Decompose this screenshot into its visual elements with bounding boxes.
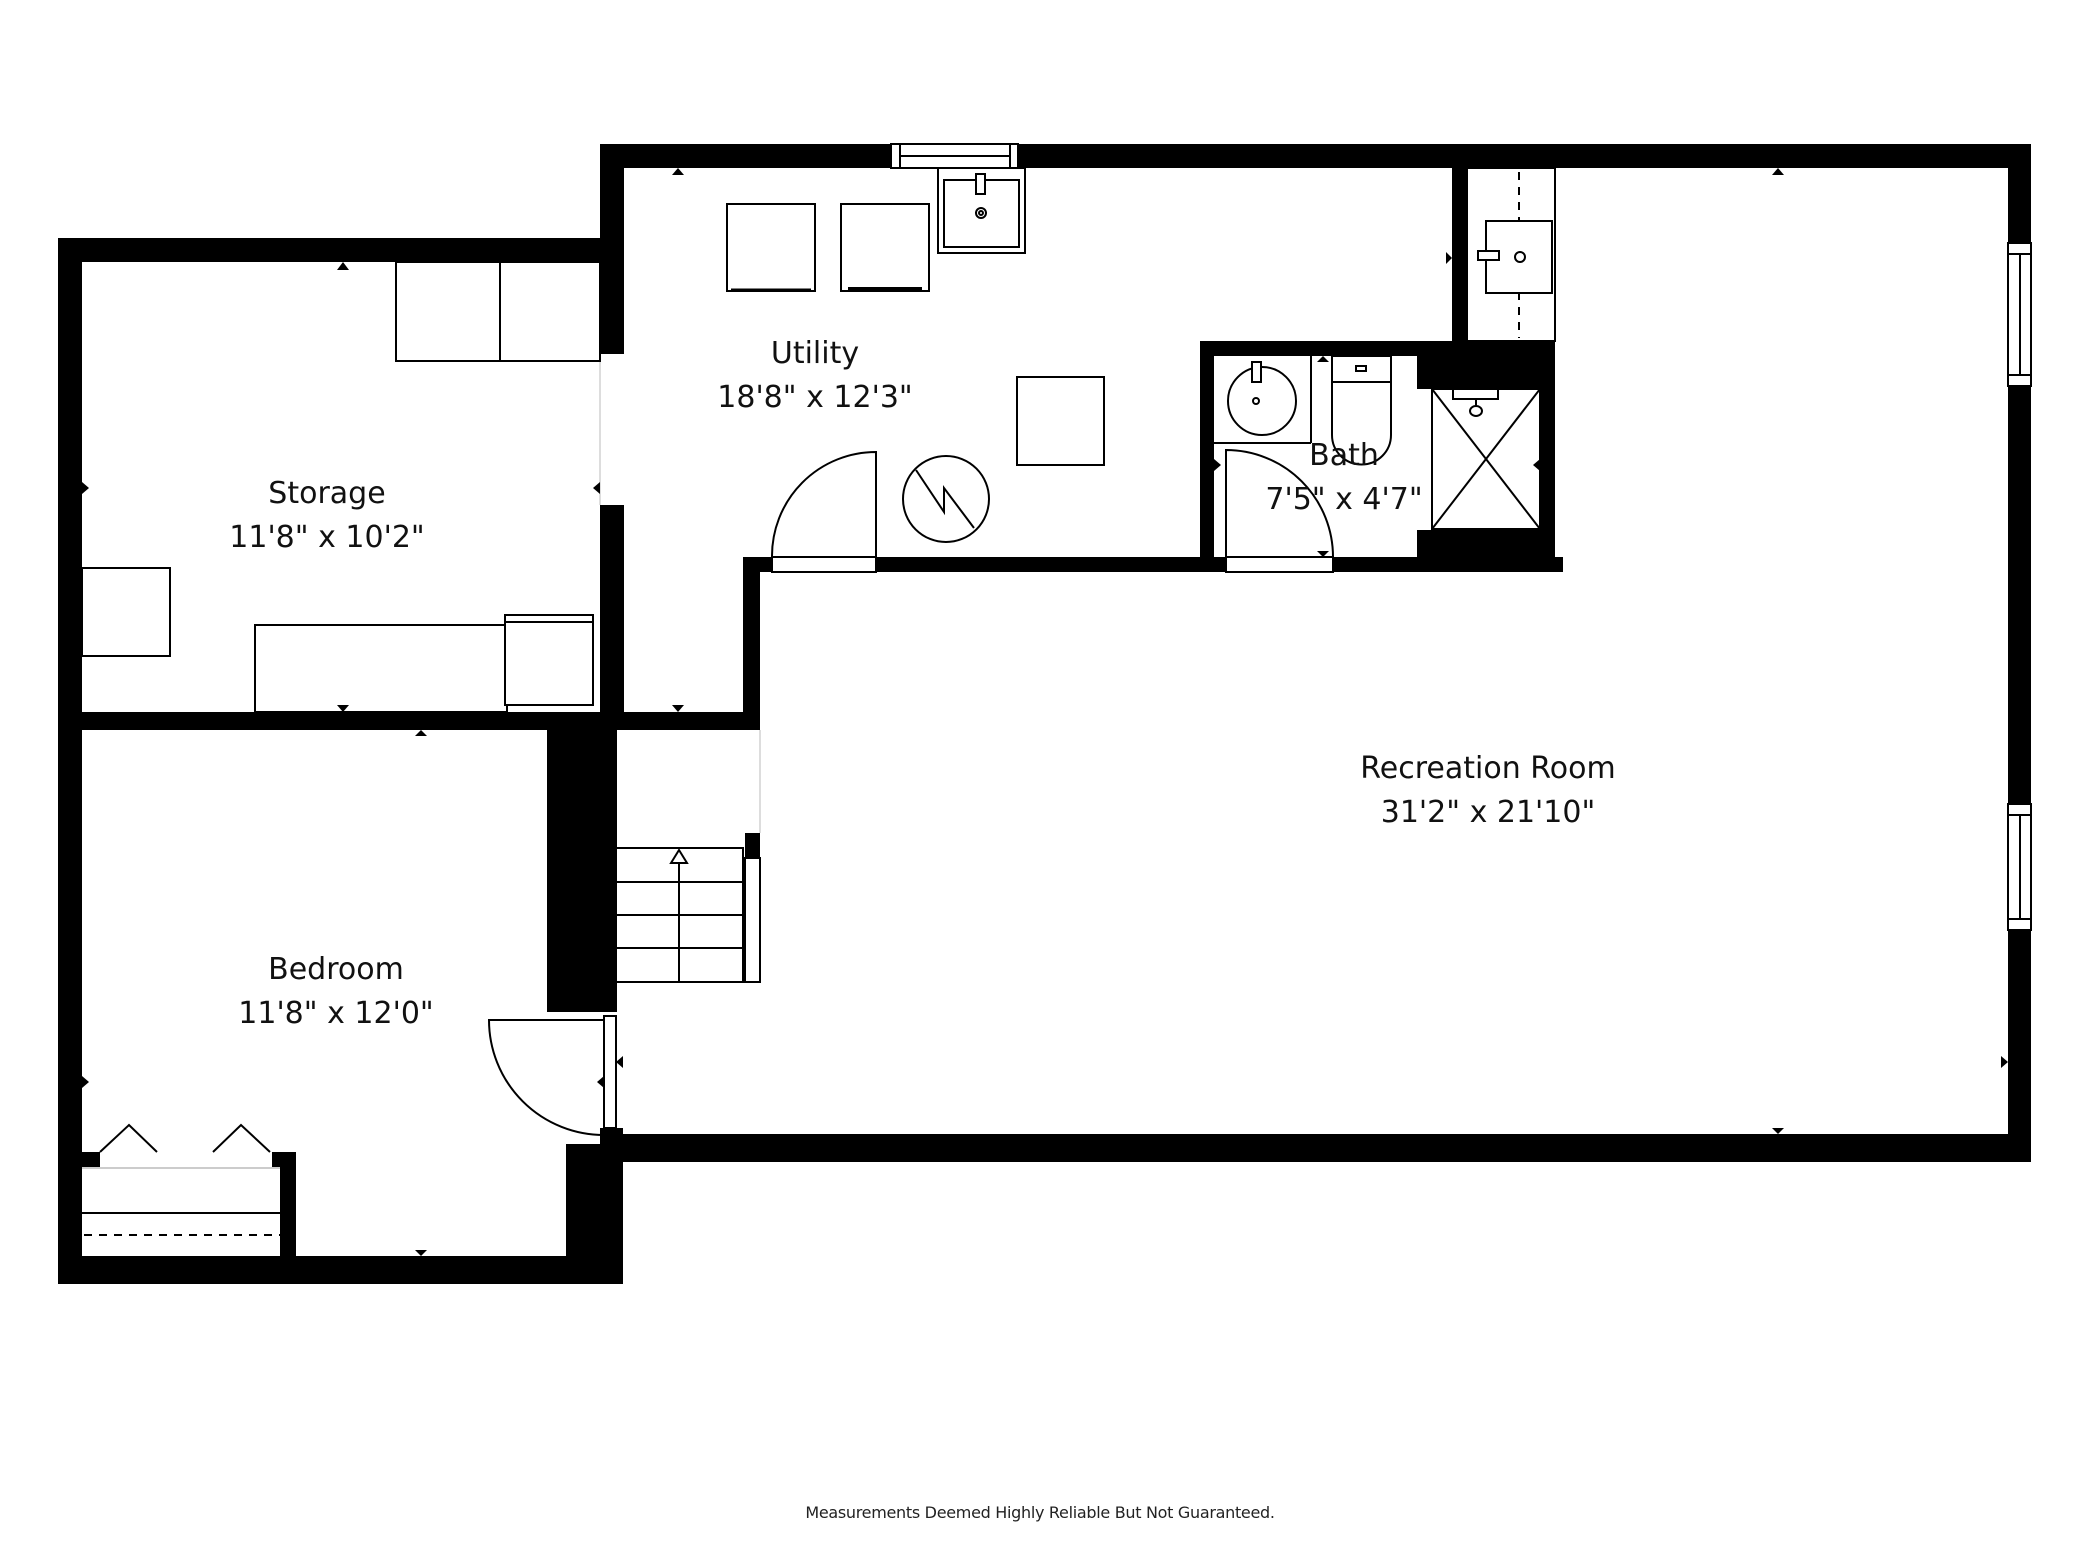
window-rec-right-upper (2007, 242, 2032, 387)
room-name-utility: Utility (771, 336, 859, 371)
stair-rail (744, 857, 761, 983)
utility-bottom-wall-b (876, 557, 1226, 572)
room-dims-bath: 7'5" x 4'7" (1265, 482, 1422, 517)
closet-shelf (82, 1167, 280, 1236)
utility-left-wall-lower (600, 505, 624, 730)
room-dims-bedroom: 11'8" x 12'0" (238, 996, 433, 1031)
room-bedroom: Bedroom 11'8" x 12'0" (238, 952, 433, 1031)
furnace (1016, 376, 1105, 466)
room-dims-storage: 11'8" x 10'2" (229, 520, 424, 555)
washer (726, 203, 816, 292)
window-rec-right-lower (2007, 803, 2032, 931)
room-name-bath: Bath (1309, 438, 1379, 473)
storage-box-left (81, 567, 171, 657)
shower (1431, 388, 1541, 530)
dryer (840, 203, 930, 292)
room-labels: Storage 11'8" x 10'2" Utility 18'8" x 12… (229, 336, 1615, 1031)
window-utility-top (890, 143, 1019, 169)
closet-stub-left (82, 1152, 100, 1169)
water-heater (902, 455, 990, 543)
walls (58, 144, 2031, 1284)
rail-post (745, 833, 760, 858)
storage-top-wall (58, 238, 624, 262)
room-name-storage: Storage (268, 476, 385, 511)
shower-bottom-block (1417, 530, 1555, 572)
room-name-bedroom: Bedroom (268, 952, 404, 987)
rec-bottom-wall (600, 1134, 2031, 1162)
room-utility: Utility 18'8" x 12'3" (717, 336, 912, 415)
room-dims-utility: 18'8" x 12'3" (717, 380, 912, 415)
windows (890, 143, 2032, 931)
utility-bottom-step-wall (743, 557, 760, 730)
bedroom-door (487, 1015, 617, 1136)
stairs-up-arrow-icon (669, 848, 689, 864)
dimension-markers (82, 168, 2008, 1256)
storage-cabinet (504, 614, 594, 706)
bedroom-bottom-wall (58, 1256, 623, 1284)
left-wall (58, 238, 82, 1284)
room-bath: Bath 7'5" x 4'7" (1265, 438, 1422, 517)
bath-left-wall (1200, 341, 1214, 572)
storage-bedroom-divider (58, 712, 758, 730)
fixtures (81, 167, 1556, 1236)
closet-right-wall (280, 1152, 296, 1262)
bath-sink (1214, 356, 1312, 444)
storage-bench (254, 624, 508, 713)
stairs (615, 730, 761, 983)
disclaimer: Measurements Deemed Highly Reliable But … (805, 1503, 1275, 1522)
toilet (1331, 355, 1392, 466)
shower-top-block (1417, 341, 1555, 389)
door-jamb (600, 1128, 623, 1158)
bath-door (1225, 448, 1334, 573)
wet-bar (1466, 167, 1556, 342)
utility-sink (937, 167, 1026, 254)
closet-bifold-doors (99, 1123, 271, 1153)
room-name-recreation: Recreation Room (1360, 751, 1615, 786)
doors (99, 354, 1334, 1153)
utility-right-partition (1452, 144, 1467, 344)
top-wall (600, 144, 2031, 168)
room-recreation: Recreation Room 31'2" x 21'10" (1360, 751, 1615, 830)
utility-door (770, 450, 877, 573)
storage-shelf-top (395, 261, 601, 362)
room-dims-recreation: 31'2" x 21'10" (1381, 795, 1596, 830)
stair-column (547, 730, 617, 1012)
room-storage: Storage 11'8" x 10'2" (229, 476, 424, 555)
